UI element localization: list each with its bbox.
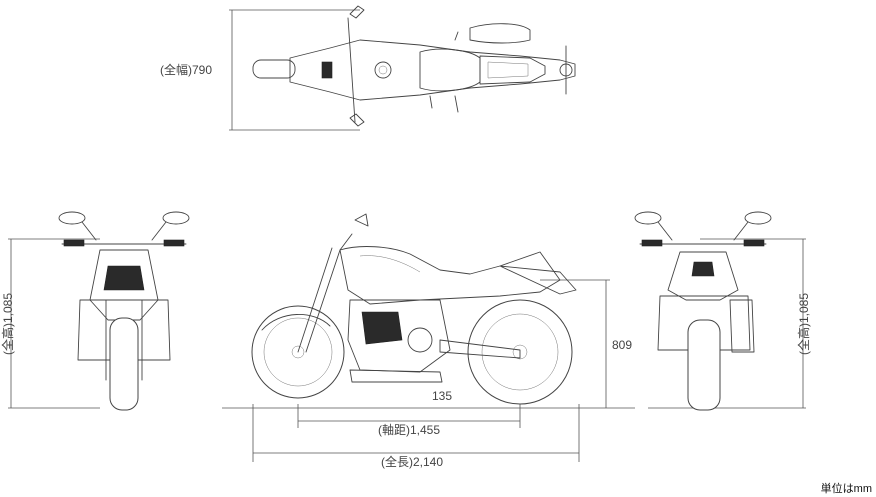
overall-width-label: (全幅)790 bbox=[160, 62, 212, 77]
motorcycle-rear-view-drawing bbox=[634, 211, 806, 411]
overall-height-rear-label: (全高)1,085 bbox=[796, 293, 811, 355]
seat-height-label: 809 bbox=[612, 338, 632, 352]
overall-length-label: (全長)2,140 bbox=[381, 454, 443, 469]
ground-clearance-label: 135 bbox=[432, 389, 452, 403]
overall-height-front-label: (全高)1,085 bbox=[0, 293, 15, 355]
unit-note: 単位はmm bbox=[821, 481, 872, 495]
wheelbase-label: (軸距)1,455 bbox=[378, 423, 440, 437]
motorcycle-top-view-drawing bbox=[229, 5, 576, 131]
motorcycle-front-view-drawing bbox=[8, 211, 190, 411]
motorcycle-side-view-drawing bbox=[222, 213, 635, 409]
